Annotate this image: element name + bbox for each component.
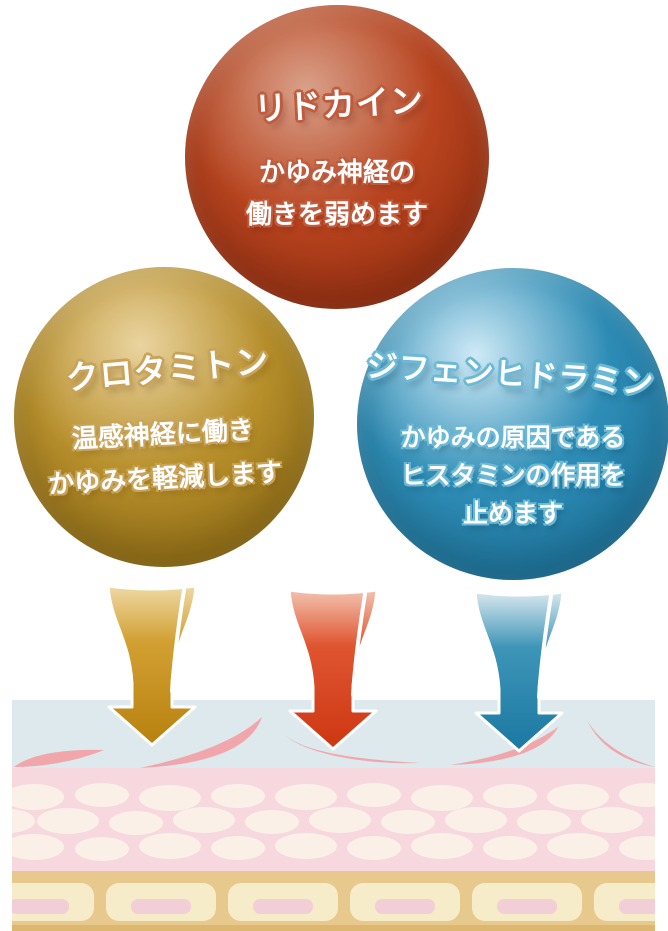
- lidocaine-down-arrow-icon: [287, 588, 379, 751]
- description-line: 働きを弱めます: [245, 199, 428, 229]
- description-line: 止めます: [462, 500, 563, 528]
- ingredient-title-lidocaine: リドカイン: [253, 81, 425, 128]
- crotamiton-down-arrow-icon: [106, 584, 198, 747]
- arrow-flare-highlight: [351, 592, 367, 697]
- skin-surface-crescents: [14, 717, 655, 768]
- description-line: かゆみ神経の: [258, 157, 415, 187]
- description-line: かゆみの原因である: [400, 424, 626, 452]
- description-line: ヒスタミンの作用を: [400, 462, 626, 490]
- ingredient-description-lidocaine: かゆみ神経の 働きを弱めます: [185, 151, 489, 235]
- diphenhydramine-down-arrow-icon: [473, 590, 565, 753]
- arrow-flare-highlight: [170, 588, 186, 693]
- fat-layer-bottom-edge: [12, 925, 655, 931]
- epidermis-cells: [12, 783, 655, 861]
- ingredient-description-diphenhydramine: かゆみの原因である ヒスタミンの作用を 止めます: [357, 419, 668, 533]
- arrow-flare-highlight: [537, 594, 553, 699]
- fat-cells: [12, 883, 655, 931]
- ingredient-title-diphenhydramine: ジフェンヒドラミン: [365, 348, 656, 401]
- sphere-crotamiton: クロタミトン 温感神経に働き かゆみを軽減します: [14, 267, 314, 567]
- ingredient-title-crotamiton: クロタミトン: [64, 342, 271, 397]
- ingredient-description-crotamiton: 温感神経に働き かゆみを軽減します: [12, 404, 316, 508]
- sphere-lidocaine: リドカイン かゆみ神経の 働きを弱めます: [185, 5, 489, 309]
- sphere-diphenhydramine: ジフェンヒドラミン かゆみの原因である ヒスタミンの作用を 止めます: [357, 268, 668, 580]
